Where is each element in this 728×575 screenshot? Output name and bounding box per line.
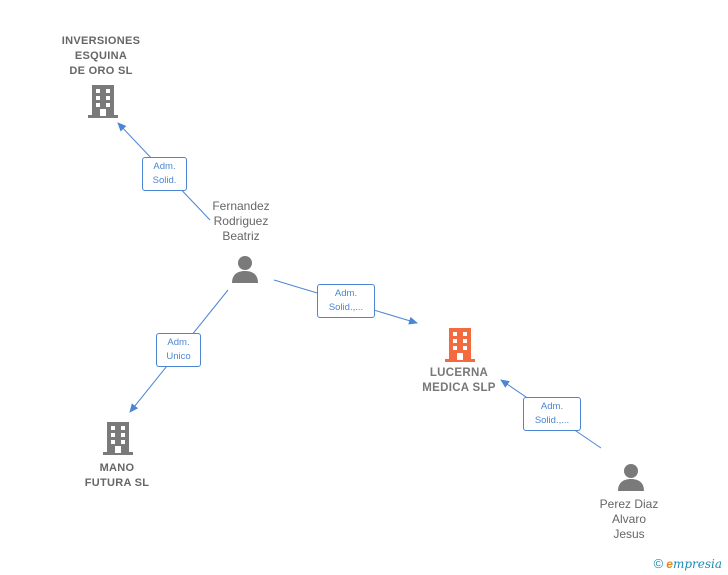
edge-label-fernandez-mano[interactable]: Adm. Unico xyxy=(156,333,201,367)
edge-label-fernandez-inversiones[interactable]: Adm. Solid. xyxy=(142,157,187,191)
node-label-lucerna: LUCERNA MEDICA SLP xyxy=(422,367,496,394)
empresia-watermark[interactable]: ©empresia xyxy=(654,556,722,571)
copyright-symbol: © xyxy=(653,556,664,571)
brand-first-letter: e xyxy=(666,557,673,571)
edge-label-fernandez-lucerna[interactable]: Adm. Solid.,... xyxy=(317,284,375,318)
brand-rest: mpresia xyxy=(672,557,722,571)
person-icon xyxy=(618,464,644,491)
node-label-inversiones: INVERSIONES ESQUINA DE ORO SL xyxy=(61,35,141,77)
node-label-mano: MANO FUTURA SL xyxy=(84,462,150,489)
building-icon-main xyxy=(445,328,475,362)
building-icon xyxy=(88,85,118,118)
node-label-perez: Perez Diaz Alvaro Jesus xyxy=(599,497,659,541)
person-icon xyxy=(232,256,258,283)
node-label-fernandez: Fernandez Rodriguez Beatriz xyxy=(212,199,270,243)
edge-label-perez-lucerna[interactable]: Adm. Solid.,... xyxy=(523,397,581,431)
building-icon xyxy=(103,422,133,455)
